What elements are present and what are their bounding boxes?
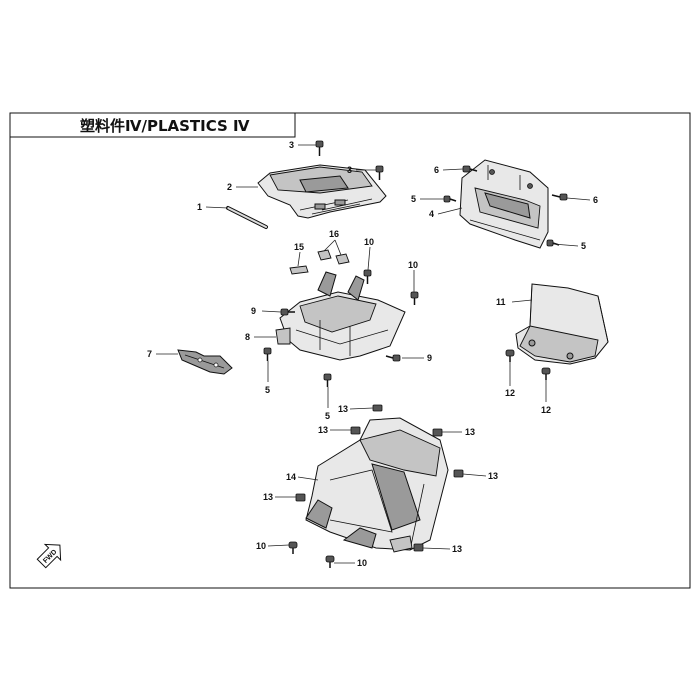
leader-lines	[156, 144, 591, 564]
part-11-shell	[515, 283, 609, 365]
callout-14: 14	[286, 472, 296, 482]
screw-10-a	[363, 269, 372, 284]
callout-9: 9	[427, 353, 432, 363]
callout-10: 10	[364, 237, 374, 247]
callout-4: 4	[429, 209, 434, 219]
callout-13: 13	[338, 404, 348, 414]
callout-13: 13	[465, 427, 475, 437]
screw-3-b	[375, 165, 384, 180]
screw-5-b	[546, 239, 560, 247]
screw-5-a	[443, 195, 457, 203]
callout-2: 2	[227, 182, 232, 192]
callout-6: 6	[593, 195, 598, 205]
clip-12-a	[505, 349, 515, 362]
callout-5: 5	[411, 194, 416, 204]
fwd-arrow-icon: FWD	[36, 543, 62, 569]
diagram-title: 塑料件Ⅳ/PLASTICS Ⅳ	[80, 117, 250, 135]
callout-12: 12	[505, 388, 515, 398]
clip-12-b	[541, 367, 551, 380]
clip-13-f	[413, 543, 424, 552]
screw-10-d	[325, 555, 335, 568]
clip-13-c	[432, 428, 443, 437]
callout-7: 7	[147, 349, 152, 359]
part-14-lower-bucket	[305, 417, 449, 553]
screw-10-c	[288, 541, 298, 554]
callout-5: 5	[581, 241, 586, 251]
clip-13-d	[453, 469, 464, 478]
callout-3: 3	[347, 165, 352, 175]
screw-5-c	[263, 347, 272, 361]
callout-5: 5	[325, 411, 330, 421]
screw-9-b	[385, 354, 401, 362]
callout-15: 15	[294, 242, 304, 252]
callouts: 3 3 2 1 6 5 4 6 5 15 16 10 10 9 8 7 9 5 …	[147, 140, 598, 568]
part-7-bracket	[177, 349, 233, 375]
screw-6-b	[551, 193, 568, 201]
fasteners	[263, 140, 568, 568]
callout-9: 9	[251, 306, 256, 316]
callout-16: 16	[329, 229, 339, 239]
title-box	[9, 112, 296, 138]
callout-10: 10	[357, 558, 367, 568]
callout-3: 3	[289, 140, 294, 150]
screw-10-b	[410, 291, 419, 305]
part-15-pad	[289, 265, 309, 275]
part-8-battery-tray	[275, 271, 406, 361]
part-1-rod	[226, 206, 268, 229]
callout-13: 13	[318, 425, 328, 435]
callout-11: 11	[496, 297, 506, 307]
clip-13-a	[372, 404, 383, 412]
callout-6: 6	[434, 165, 439, 175]
clip-13-e	[295, 493, 306, 502]
clip-13-b	[350, 426, 361, 435]
callout-10: 10	[256, 541, 266, 551]
part-4-rear-panel	[459, 159, 549, 249]
screw-9-a	[280, 308, 295, 316]
callout-5: 5	[265, 385, 270, 395]
callout-13: 13	[452, 544, 462, 554]
callout-8: 8	[245, 332, 250, 342]
callout-13: 13	[263, 492, 273, 502]
callout-1: 1	[197, 202, 202, 212]
screw-5-d	[323, 373, 332, 387]
callout-12: 12	[541, 405, 551, 415]
part-2-top-cover	[257, 164, 387, 219]
drawing-frame	[9, 112, 691, 589]
screw-3-a	[315, 140, 324, 156]
part-16-pads	[317, 249, 350, 265]
callout-10: 10	[408, 260, 418, 270]
callout-13: 13	[488, 471, 498, 481]
